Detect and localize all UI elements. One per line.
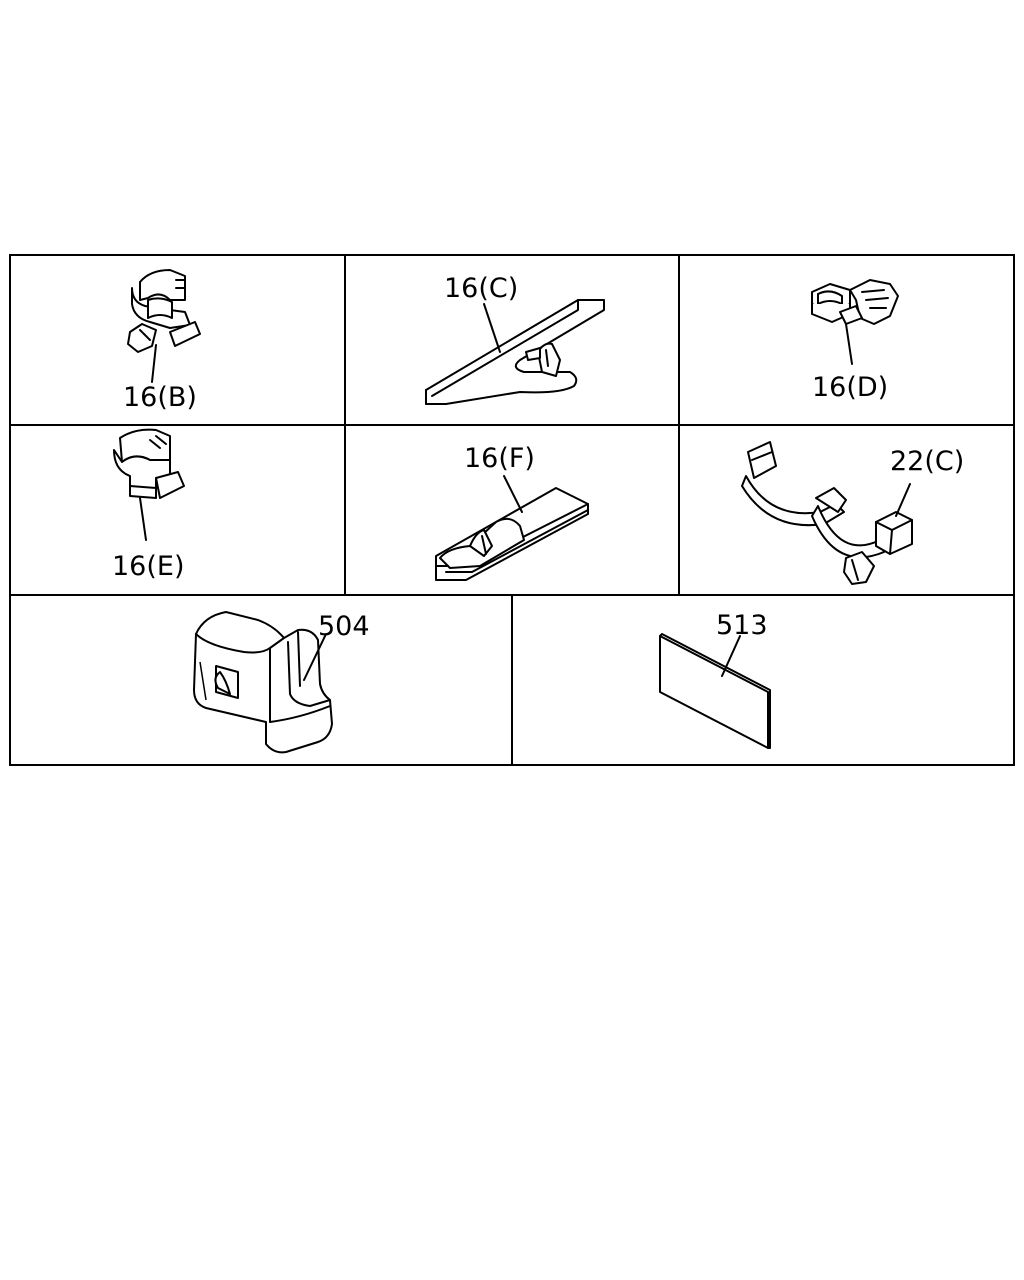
part-16c-clip[interactable] bbox=[425, 299, 605, 405]
leader-16c bbox=[483, 303, 501, 353]
grid-frame bbox=[9, 254, 1015, 766]
callout-16d: 16(D) bbox=[812, 372, 888, 403]
part-504-block[interactable] bbox=[193, 611, 333, 754]
leader-504 bbox=[303, 633, 327, 681]
callout-22c: 22(C) bbox=[890, 446, 964, 477]
callout-504: 504 bbox=[318, 611, 370, 642]
part-16f-clip[interactable] bbox=[435, 487, 589, 581]
part-513-pad[interactable] bbox=[659, 633, 771, 749]
leader-16f bbox=[503, 475, 523, 513]
callout-16f: 16(F) bbox=[464, 443, 535, 474]
callout-16b: 16(B) bbox=[123, 382, 197, 413]
part-22c-clip[interactable] bbox=[741, 441, 913, 585]
leader-16d bbox=[845, 323, 853, 365]
part-16b-clip[interactable] bbox=[127, 269, 201, 353]
leader-16b bbox=[151, 344, 157, 383]
leader-16e bbox=[139, 497, 147, 541]
leader-22c bbox=[895, 483, 911, 517]
leader-513 bbox=[721, 635, 741, 677]
part-16d-clip[interactable] bbox=[811, 279, 899, 325]
part-16e-clip[interactable] bbox=[113, 428, 185, 499]
callout-16e: 16(E) bbox=[112, 551, 184, 582]
callout-513: 513 bbox=[716, 610, 768, 641]
callout-16c: 16(C) bbox=[444, 273, 518, 304]
